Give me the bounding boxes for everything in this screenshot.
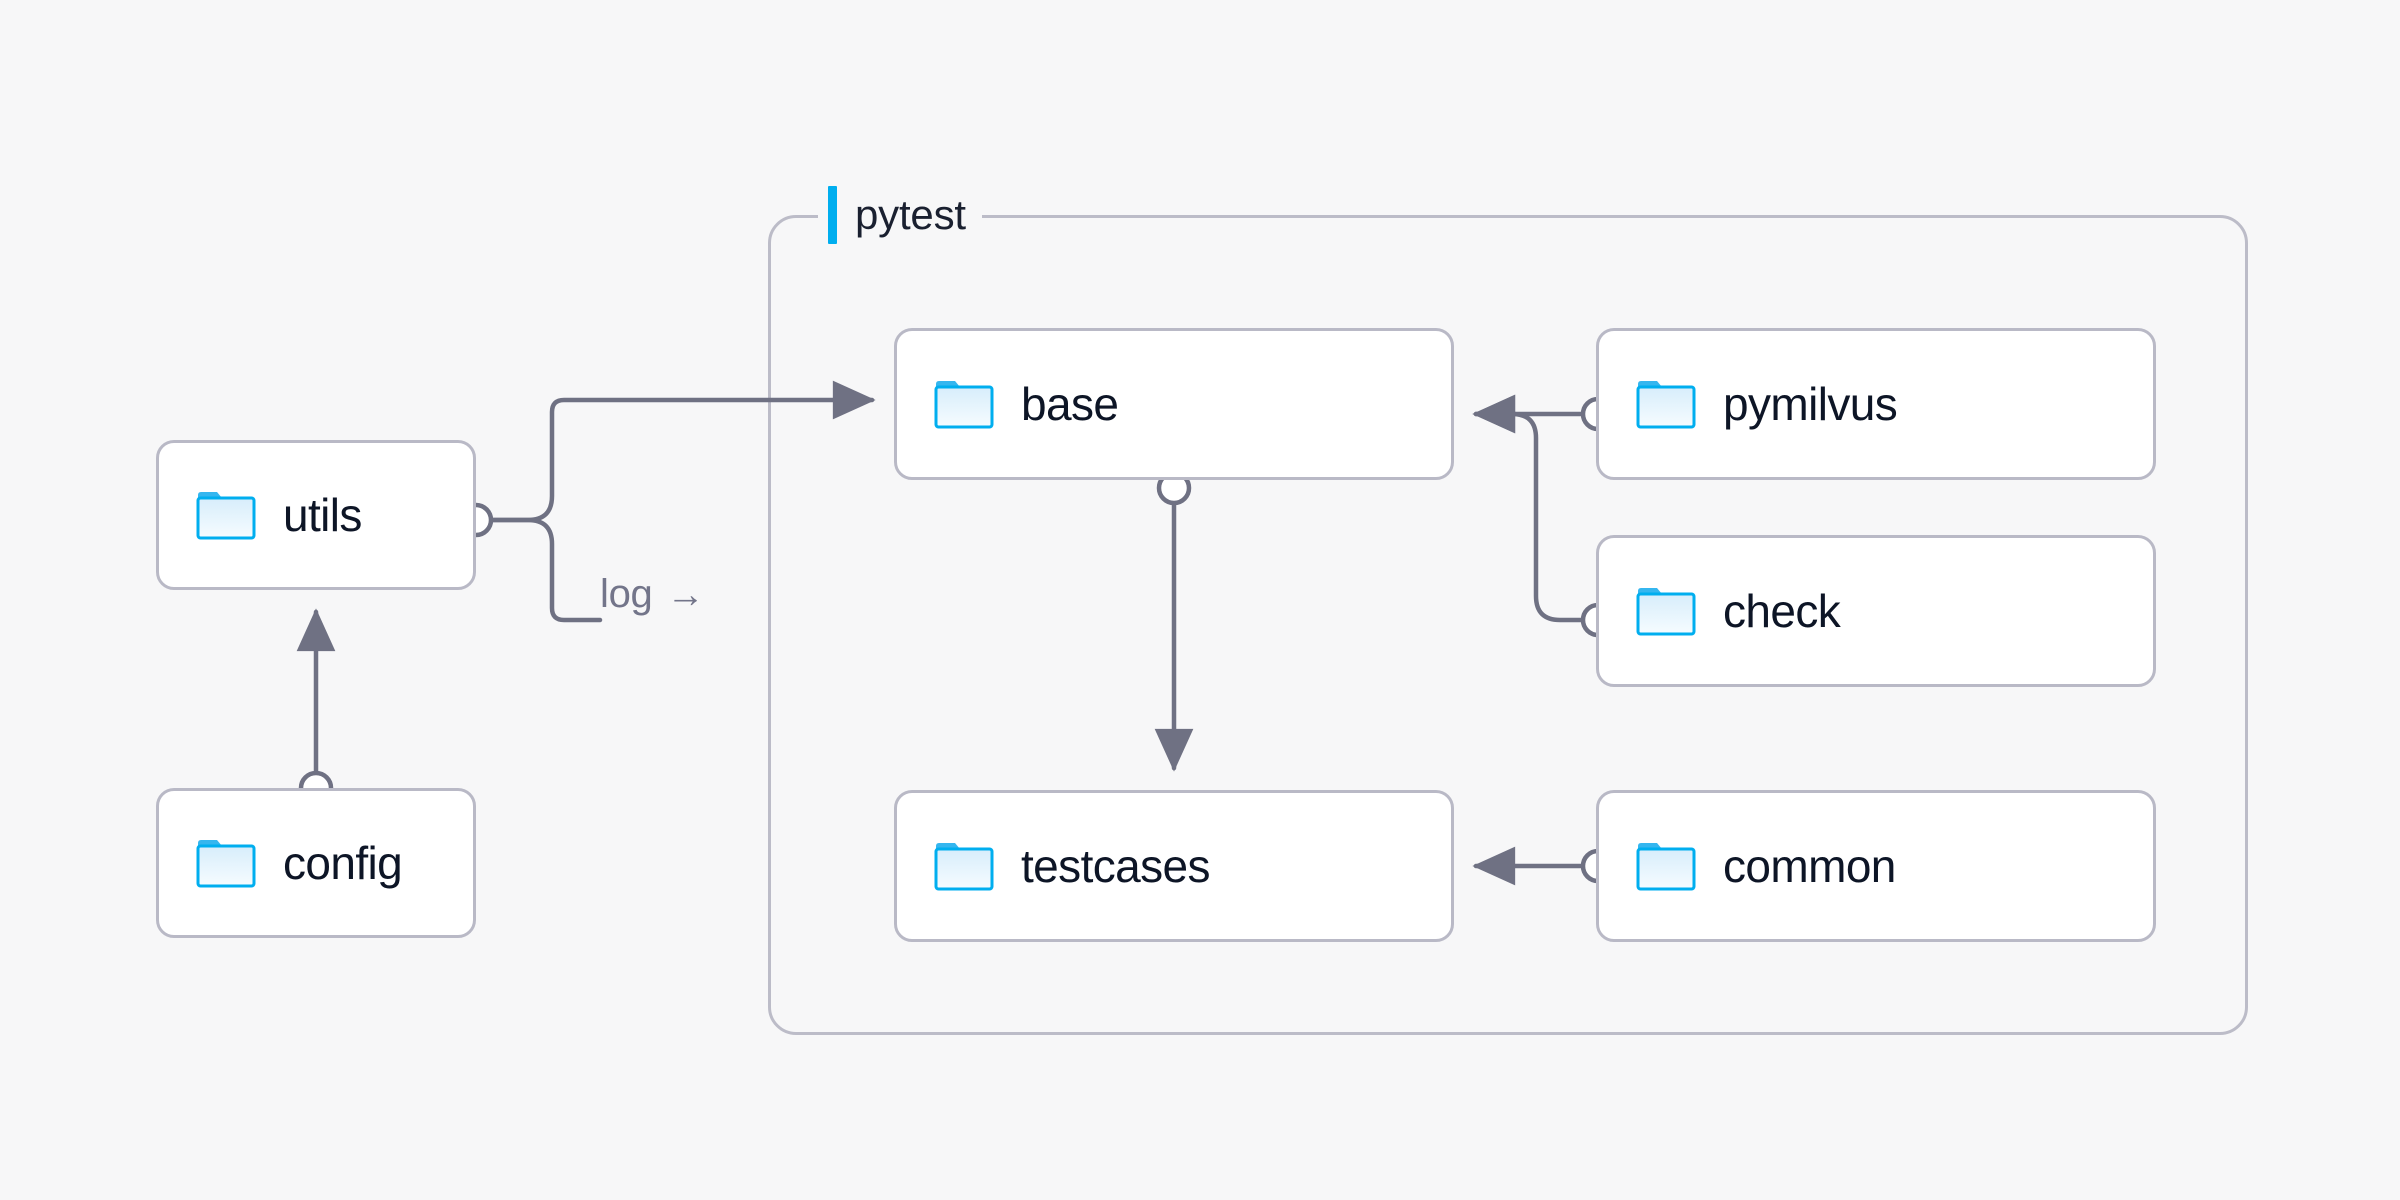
arrow-right-icon: → <box>666 573 705 616</box>
node-check[interactable]: check <box>1596 535 2156 687</box>
node-config[interactable]: config <box>156 788 476 938</box>
node-label: base <box>1021 378 1119 430</box>
node-label: check <box>1723 585 1841 637</box>
edge-check-to-base[interactable] <box>1472 394 1601 623</box>
node-common[interactable]: common <box>1596 790 2156 942</box>
folder-icon <box>934 381 994 429</box>
folder-icon <box>934 843 994 891</box>
pytest-group-header[interactable]: pytest <box>818 184 982 246</box>
folder-icon <box>1636 381 1696 429</box>
node-label: pymilvus <box>1723 378 1898 430</box>
node-testcases[interactable]: testcases <box>894 790 1454 942</box>
node-label: utils <box>283 489 362 541</box>
group-accent-bar <box>828 186 837 244</box>
folder-icon <box>196 492 256 540</box>
node-label: common <box>1723 840 1896 892</box>
node-pymilvus[interactable]: pymilvus <box>1596 328 2156 480</box>
folder-icon <box>1636 843 1696 891</box>
edge-utils-to-base[interactable] <box>473 380 876 523</box>
node-utils[interactable]: utils <box>156 440 476 590</box>
node-label: testcases <box>1021 840 1211 892</box>
pytest-group-container[interactable] <box>768 215 2248 1035</box>
group-label: pytest <box>855 191 966 238</box>
edge-label-log-text: log <box>600 572 653 616</box>
node-base[interactable]: base <box>894 328 1454 480</box>
edge-utils-to-log[interactable] <box>473 517 603 623</box>
edge-label-log: log → <box>600 572 704 617</box>
folder-icon <box>1636 588 1696 636</box>
folder-icon <box>196 840 256 888</box>
node-label: config <box>283 837 403 889</box>
